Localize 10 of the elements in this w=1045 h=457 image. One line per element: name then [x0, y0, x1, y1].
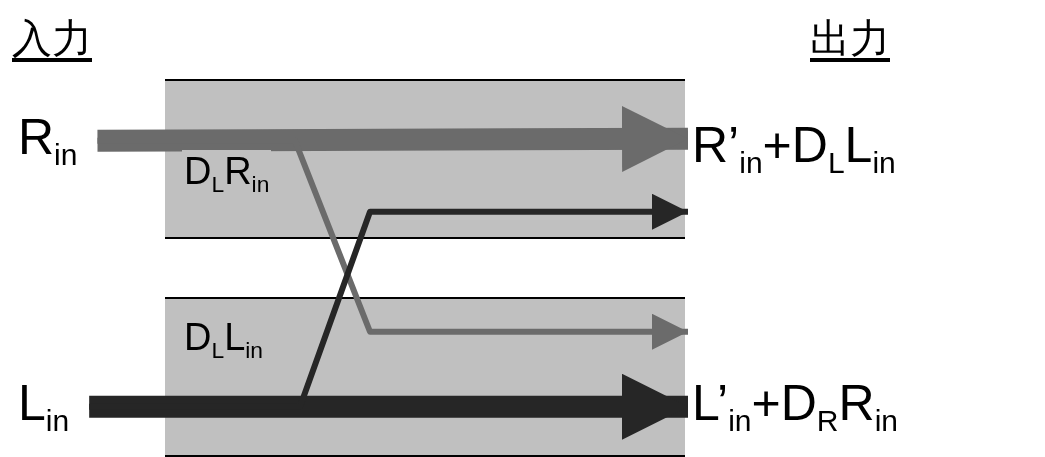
- arrow: [89, 193, 688, 410]
- column-heading: 出力: [810, 18, 890, 58]
- signal-label: L$_{in}$: [18, 378, 70, 436]
- arrow: [97, 105, 689, 172]
- column-heading: 入力: [12, 18, 92, 58]
- signal-label: L’$_{in}$+D$_{R}$R$_{in}$: [692, 378, 898, 436]
- arrow: [97, 137, 688, 350]
- signal-label: R$_{in}$: [18, 112, 78, 170]
- signal-label: R’$_{in}$+D$_{L}$L$_{in}$: [692, 120, 896, 178]
- arrow: [89, 373, 688, 440]
